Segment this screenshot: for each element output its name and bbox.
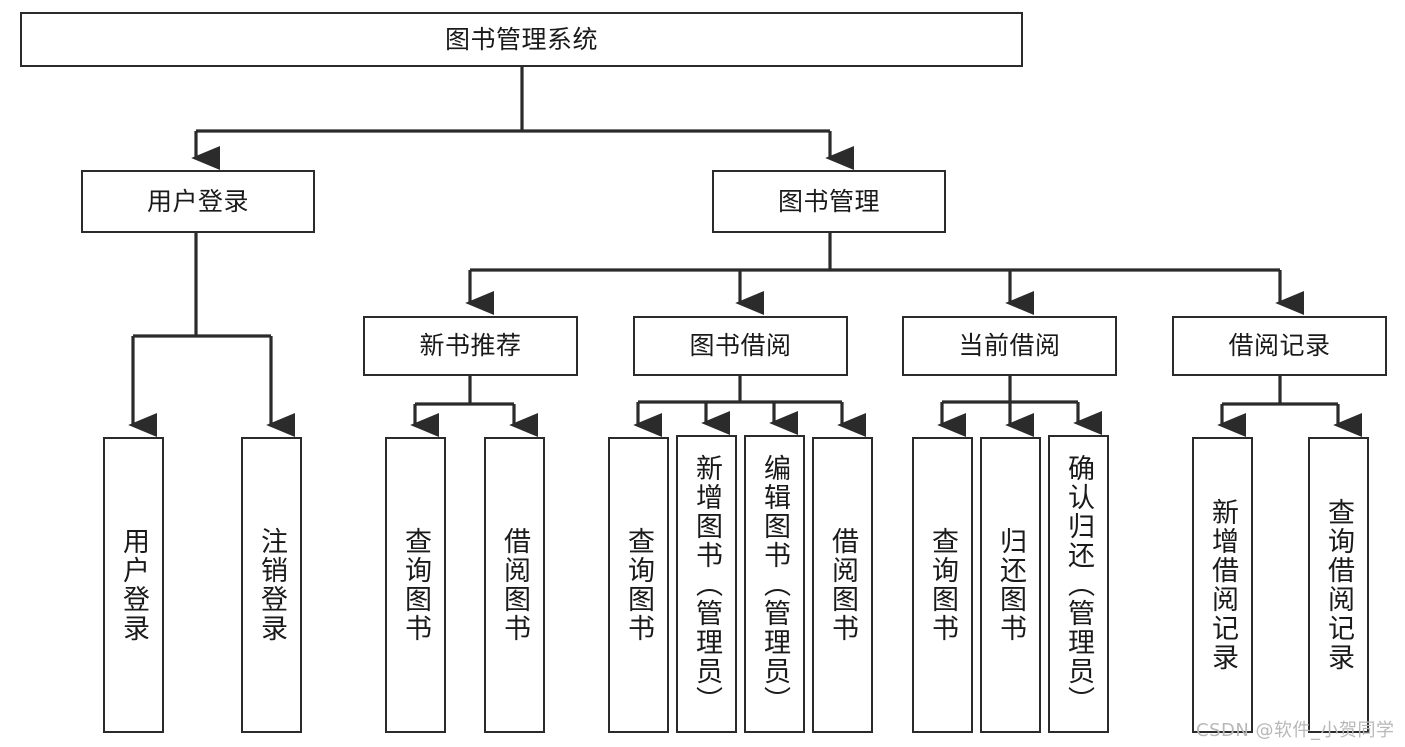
node-label: 用户登录 [118,527,149,643]
node-label: 编辑图书（管理员） [759,453,790,715]
node-label: 查询图书 [623,527,654,643]
node-book-management-system[interactable]: 图书管理系统 [20,12,1023,67]
node-leaf-user-login[interactable]: 用户登录 [103,437,164,733]
node-leaf-return-book[interactable]: 归还图书 [980,437,1041,733]
node-label: 查询图书 [400,527,431,643]
node-current-borrow[interactable]: 当前借阅 [902,316,1117,376]
node-leaf-query-book-borrow[interactable]: 查询图书 [608,437,669,733]
node-label: 新书推荐 [419,331,522,360]
node-user-login[interactable]: 用户登录 [81,170,315,233]
node-label: 查询借阅记录 [1323,498,1354,672]
node-borrow-record[interactable]: 借阅记录 [1172,316,1387,376]
node-label: 确认归还（管理员） [1063,453,1094,715]
node-label: 借阅图书 [499,527,530,643]
node-label: 归还图书 [995,527,1026,643]
node-label: 图书管理系统 [444,24,598,54]
node-new-book-recommend[interactable]: 新书推荐 [363,316,578,376]
node-label: 借阅记录 [1228,331,1331,360]
node-leaf-query-book-recommend[interactable]: 查询图书 [385,437,446,733]
node-leaf-confirm-return[interactable]: 确认归还（管理员） [1048,435,1109,733]
csdn-watermark: CSDN @软件_小贺同学 [1196,720,1395,741]
node-book-borrow[interactable]: 图书借阅 [633,316,848,376]
node-leaf-borrow-book[interactable]: 借阅图书 [812,437,873,733]
node-label: 新增图书（管理员） [691,453,722,715]
node-leaf-query-borrow-record[interactable]: 查询借阅记录 [1308,437,1369,733]
node-leaf-edit-book[interactable]: 编辑图书（管理员） [744,435,805,733]
node-label: 图书借阅 [689,331,792,360]
node-label: 当前借阅 [958,331,1061,360]
node-label: 图书管理 [777,186,880,216]
node-label: 借阅图书 [827,527,858,643]
node-leaf-add-book[interactable]: 新增图书（管理员） [676,435,737,733]
node-leaf-query-book-current[interactable]: 查询图书 [912,437,973,733]
node-label: 注销登录 [256,527,287,643]
node-leaf-logout-login[interactable]: 注销登录 [241,437,302,733]
node-label: 新增借阅记录 [1207,498,1238,672]
node-book-management[interactable]: 图书管理 [712,170,946,233]
node-leaf-borrow-book-recommend[interactable]: 借阅图书 [484,437,545,733]
node-leaf-add-borrow-record[interactable]: 新增借阅记录 [1192,437,1253,733]
node-label: 用户登录 [146,186,249,216]
node-label: 查询图书 [927,527,958,643]
